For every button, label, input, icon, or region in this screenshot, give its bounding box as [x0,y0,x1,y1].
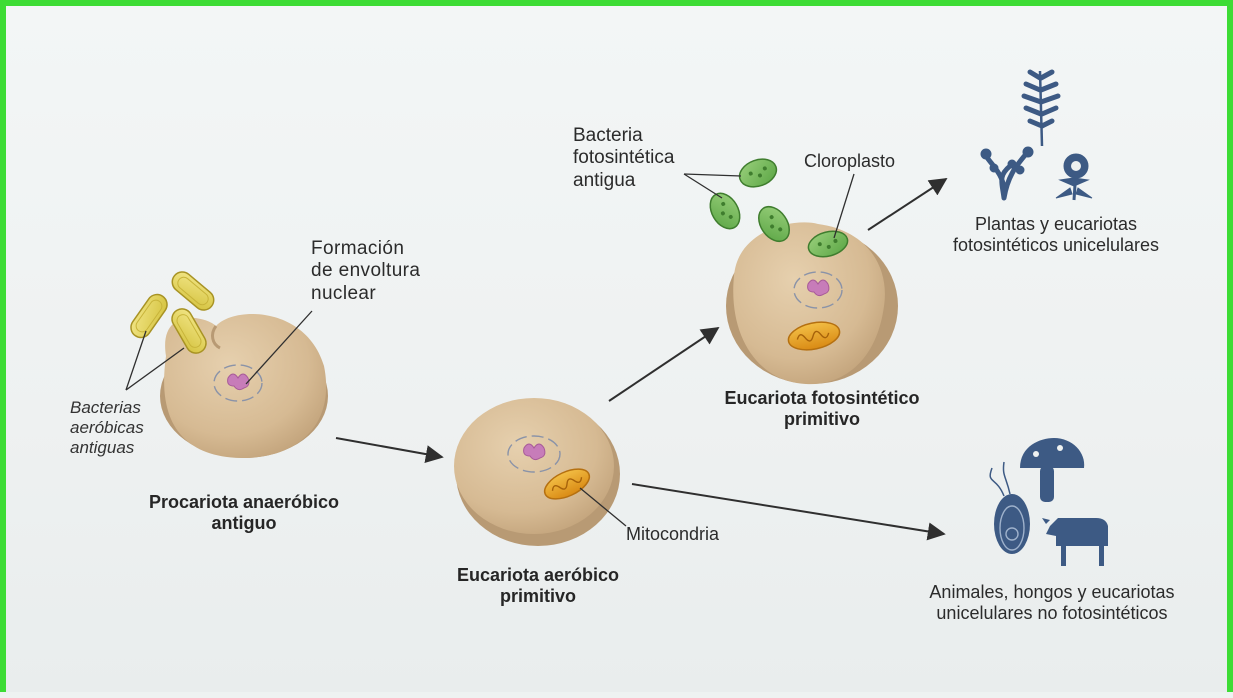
label-animals: Animales, hongos y eucariotas unicelular… [906,582,1198,624]
plants-icon [981,71,1092,200]
arrow-to-plants [868,179,946,230]
pointer-line [684,174,722,198]
pointer-line [126,331,146,390]
label-chloroplast: Cloroplasto [804,151,895,172]
label-mitochondria: Mitocondria [626,524,719,545]
label-photosynthetic-bacteria: Bacteria fotosintética antigua [573,125,674,192]
arrow-to-aerobic [336,438,442,457]
label-plants: Plantas y eucariotas fotosintéticos unic… [946,214,1166,256]
label-photosynthetic-eukaryote: Eucariota fotosintético primitivo [714,388,930,430]
label-anaerobic-prokaryote: Procariota anaeróbico antiguo [128,492,360,534]
pointer-line [834,174,854,238]
photosynthetic-bacteria [704,154,795,247]
photosynthetic-eukaryote-cell [726,222,898,384]
pointer-line [684,174,741,176]
animals-fungi-icon [990,438,1108,566]
label-aerobic-eukaryote: Eucariota aeróbico primitivo [438,565,638,607]
label-aerobic-bacteria: Bacterias aeróbicas antiguas [70,398,144,458]
arrow-to-photosynthetic [609,328,718,401]
aerobic-eukaryote-cell [454,398,620,546]
label-nuclear-envelope: Formación de envoltura nuclear [311,238,420,305]
